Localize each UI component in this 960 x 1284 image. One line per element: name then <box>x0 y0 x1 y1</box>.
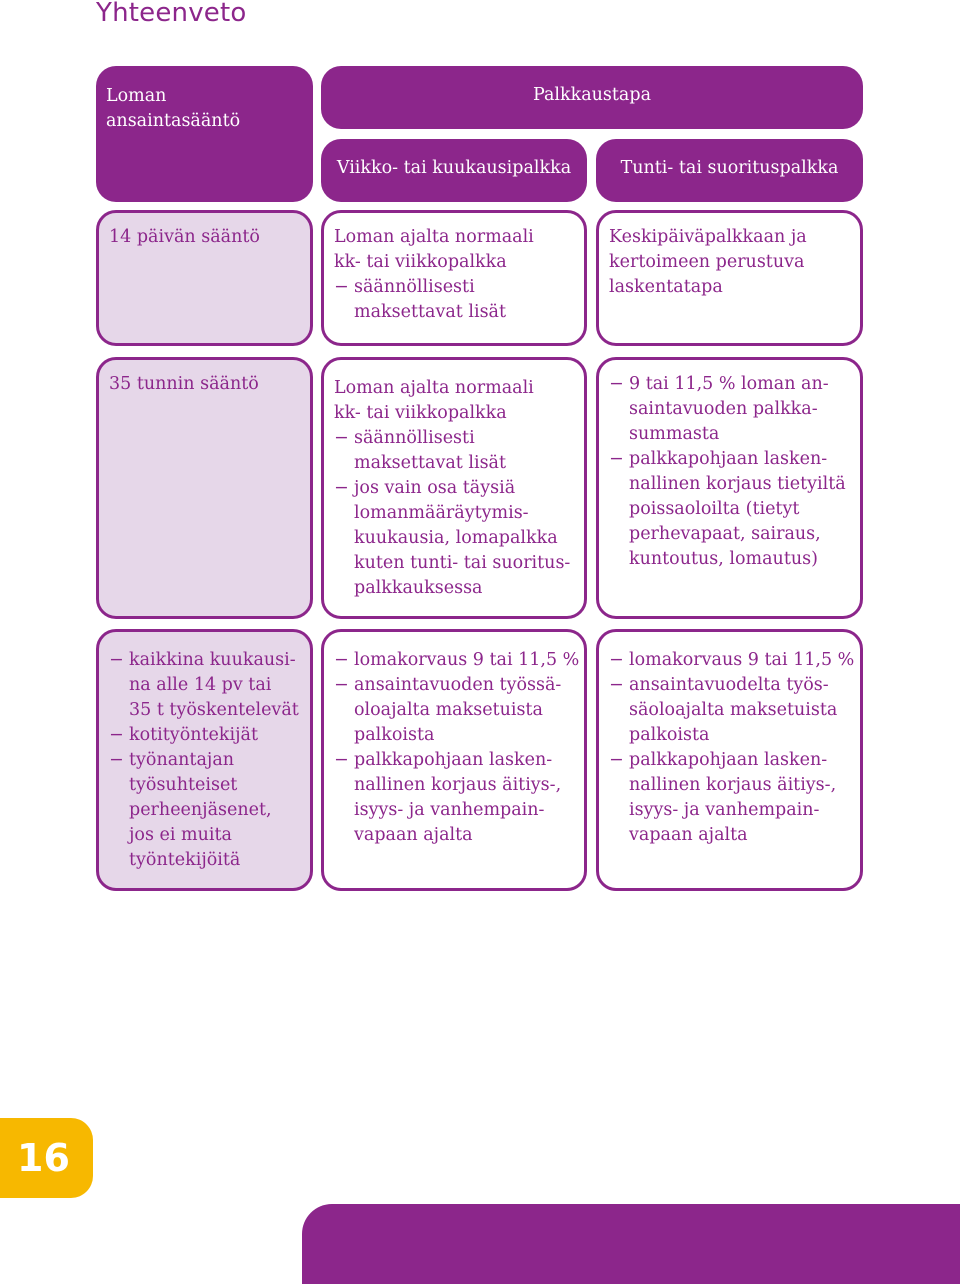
footer-bar <box>302 1204 960 1284</box>
dash-bullet: − <box>334 650 349 670</box>
list-item-text: lomakorvaus 9 tai 11,5 % <box>354 650 580 670</box>
dash-bullet: − <box>109 650 124 670</box>
row1-weekly-text: Loman ajalta normaali kk- tai viikkopalk… <box>334 225 574 275</box>
list-item-text: jos vain osa täysiä lomanmääräytymis- ku… <box>354 478 571 598</box>
list-item: − säännöllisesti maksettavat lisät <box>334 426 574 476</box>
dash-bullet: − <box>334 750 349 770</box>
list-item-text: kaikkina kuukausi- na alle 14 pv tai 35 … <box>129 650 299 720</box>
row2-rule-label: 35 tunnin sääntö <box>109 374 259 394</box>
list-item: − 9 tai 11,5 % loman an- saintavuoden pa… <box>609 372 850 447</box>
list-item-text: säännöllisesti maksettavat lisät <box>354 277 507 322</box>
list-item-text: työnantajan työsuhteiset perheenjäsenet,… <box>129 750 272 870</box>
row1-rule-label: 14 päivän sääntö <box>109 227 260 247</box>
list-item: − ansaintavuoden työssä- oloajalta makse… <box>334 673 574 748</box>
list-item: − lomakorvaus 9 tai 11,5 % <box>334 648 580 673</box>
text-line: kk- tai viikkopalkka <box>334 403 507 423</box>
dash-bullet: − <box>109 750 124 770</box>
list-item-text: palkkapohjaan lasken- nallinen korjaus t… <box>629 449 846 569</box>
text-line: kk- tai viikkopalkka <box>334 252 507 272</box>
list-item: − kaikkina kuukausi- na alle 14 pv tai 3… <box>109 648 300 723</box>
header-hourly-label: Tunti- tai suorituspalkka <box>620 158 839 178</box>
header-hourly-cell: Tunti- tai suorituspalkka <box>596 139 863 202</box>
list-item: − palkkapohjaan lasken- nallinen korjaus… <box>609 447 850 572</box>
text-line: Loman ajalta normaali <box>334 378 534 398</box>
page-number: 16 <box>0 1118 93 1198</box>
dash-bullet: − <box>334 478 349 498</box>
row1-rule-cell: 14 päivän sääntö <box>96 210 313 346</box>
list-item: − säännöllisesti maksettavat lisät <box>334 275 574 325</box>
row2-weekly-text: Loman ajalta normaali kk- tai viikkopalk… <box>334 376 574 426</box>
list-item-text: kotityöntekijät <box>129 725 258 745</box>
text-line: Loman ajalta normaali <box>334 227 534 247</box>
dash-bullet: − <box>109 725 124 745</box>
header-weekly-label: Viikko- tai kuukausipalkka <box>336 158 572 178</box>
dash-bullet: − <box>609 750 624 770</box>
dash-bullet: − <box>609 374 624 394</box>
dash-bullet: − <box>334 428 349 448</box>
list-item-text: säännöllisesti maksettavat lisät <box>354 428 507 473</box>
header-rule-cell: Loman ansaintasääntö <box>96 66 313 202</box>
list-item-text: ansaintavuoden työssä- oloajalta maksetu… <box>354 675 562 745</box>
list-item-text: palkkapohjaan lasken- nallinen korjaus ä… <box>629 750 837 845</box>
row2-rule-cell: 35 tunnin sääntö <box>96 357 313 619</box>
dash-bullet: − <box>334 277 349 297</box>
list-item-text: lomakorvaus 9 tai 11,5 % <box>629 650 855 670</box>
header-rule-label: Loman ansaintasääntö <box>106 84 303 134</box>
row3-rule-cell: − kaikkina kuukausi- na alle 14 pv tai 3… <box>96 629 313 891</box>
list-item: − lomakorvaus 9 tai 11,5 % <box>609 648 855 673</box>
row1-hourly-text: Keskipäiväpalkkaan ja kertoimeen perustu… <box>609 225 850 300</box>
dash-bullet: − <box>334 675 349 695</box>
header-rule-line: Loman <box>106 86 167 106</box>
header-rule-line: ansaintasääntö <box>106 111 241 131</box>
row2-weekly-cell: Loman ajalta normaali kk- tai viikkopalk… <box>321 357 587 619</box>
list-item: − jos vain osa täysiä lomanmääräytymis- … <box>334 476 574 601</box>
row1-hourly-cell: Keskipäiväpalkkaan ja kertoimeen perustu… <box>596 210 863 346</box>
list-item-text: palkkapohjaan lasken- nallinen korjaus ä… <box>354 750 562 845</box>
dash-bullet: − <box>609 650 624 670</box>
list-item: − palkkapohjaan lasken- nallinen korjaus… <box>609 748 850 848</box>
page-title: Yhteenveto <box>96 0 247 28</box>
row1-weekly-cell: Loman ajalta normaali kk- tai viikkopalk… <box>321 210 587 346</box>
list-item: − työnantajan työsuhteiset perheenjäsene… <box>109 748 300 873</box>
list-item: − kotityöntekijät <box>109 723 300 748</box>
text-line: laskentatapa <box>609 277 723 297</box>
text-line: Keskipäiväpalkkaan ja <box>609 227 807 247</box>
list-item-text: ansaintavuodelta työs- säoloajalta makse… <box>629 675 838 745</box>
text-line: kertoimeen perustuva <box>609 252 805 272</box>
dash-bullet: − <box>609 449 624 469</box>
row2-hourly-cell: − 9 tai 11,5 % loman an- saintavuoden pa… <box>596 357 863 619</box>
list-item-text: 9 tai 11,5 % loman an- saintavuoden palk… <box>629 374 829 444</box>
header-pay-method-cell: Palkkaustapa <box>321 66 863 129</box>
list-item: − palkkapohjaan lasken- nallinen korjaus… <box>334 748 574 848</box>
list-item: − ansaintavuodelta työs- säoloajalta mak… <box>609 673 850 748</box>
dash-bullet: − <box>609 675 624 695</box>
header-weekly-cell: Viikko- tai kuukausipalkka <box>321 139 587 202</box>
row3-weekly-cell: − lomakorvaus 9 tai 11,5 % − ansaintavuo… <box>321 629 587 891</box>
row3-hourly-cell: − lomakorvaus 9 tai 11,5 % − ansaintavuo… <box>596 629 863 891</box>
header-pay-method-label: Palkkaustapa <box>532 85 651 105</box>
